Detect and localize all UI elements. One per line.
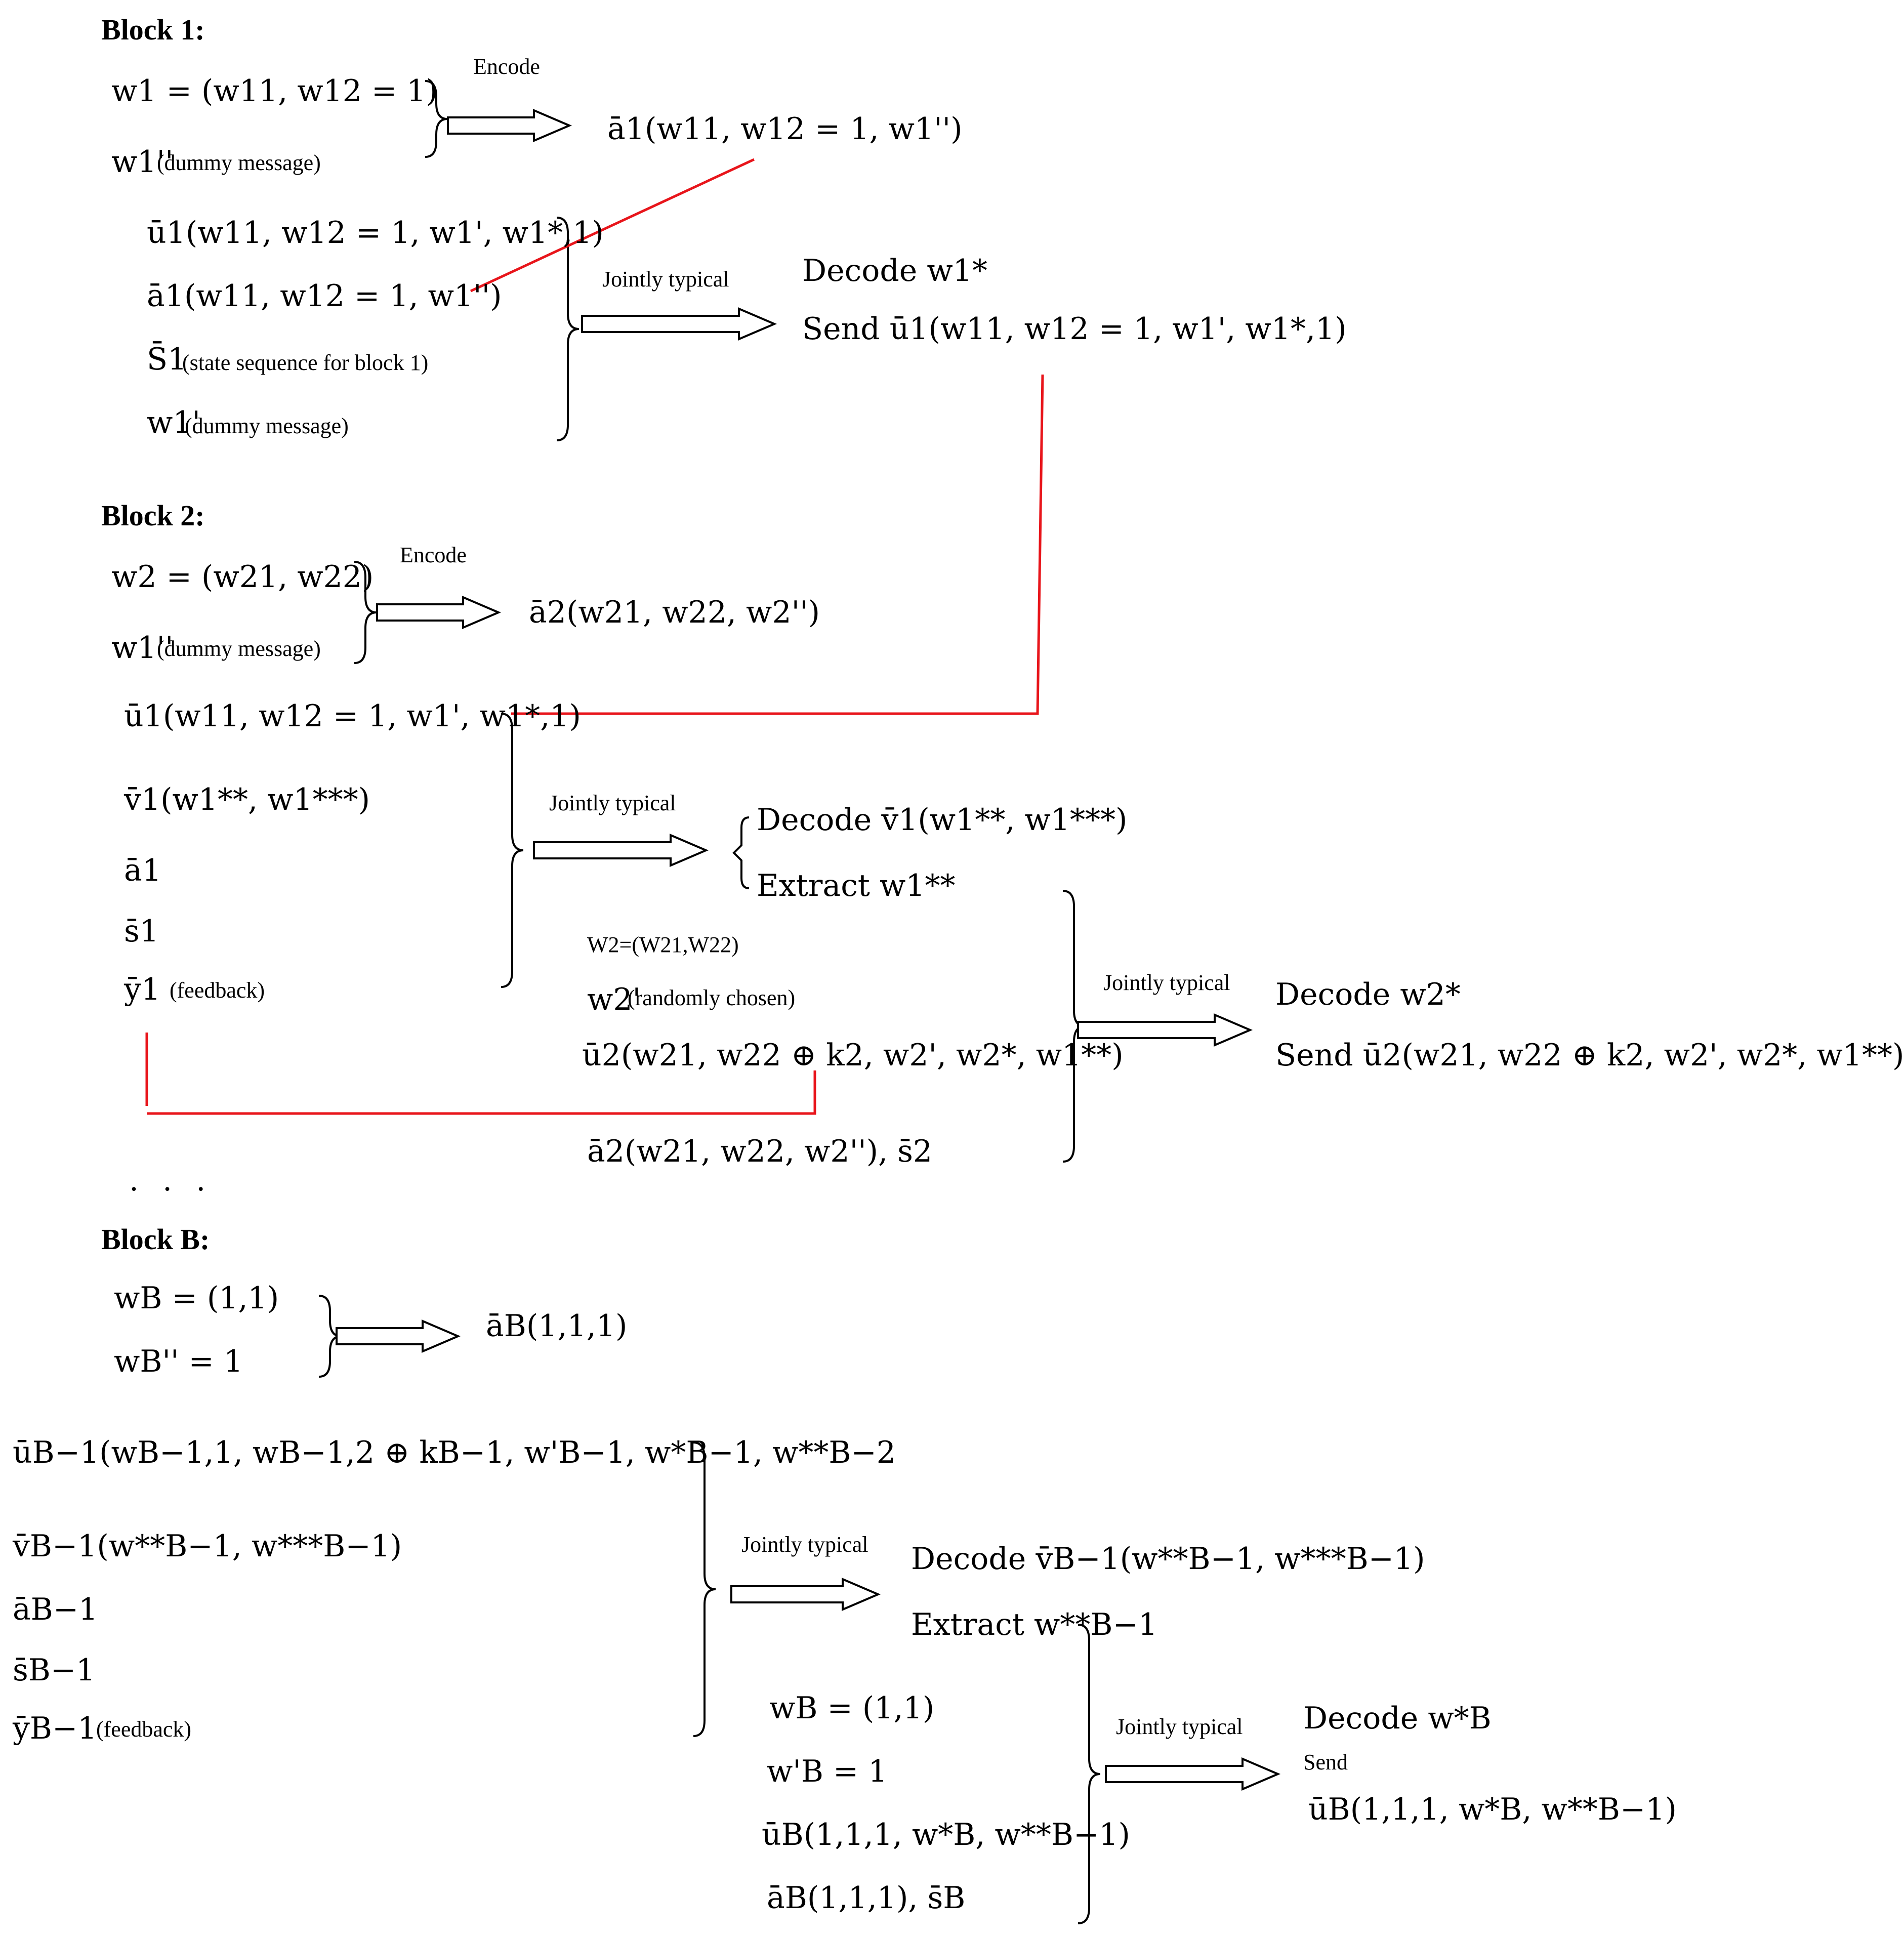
bB-decode-wB-star: Decode w*B <box>1303 1701 1492 1736</box>
b2-s1-input: s̄1 <box>124 914 159 949</box>
ellipsis: · · · <box>129 1172 213 1207</box>
b2-jointly-arrow-2 <box>1077 1013 1253 1047</box>
b1-encode-arrow <box>447 108 572 143</box>
b1-send-u1: Send ū1(w11, w12 = 1, w1', w1*,1) <box>802 311 1347 347</box>
b2-encode-label: Encode <box>400 543 467 567</box>
b1-jointly-arrow <box>581 307 777 341</box>
b2-jointly-arrow <box>533 833 709 868</box>
b2-feedback-note: (feedback) <box>170 978 265 1003</box>
b2-dummy-note: (dummy message) <box>157 636 321 661</box>
b2-v1-input: v̄1(w1**, w1***) <box>124 782 370 817</box>
bB-jointly-arrow-2 <box>1105 1757 1281 1791</box>
b1-a1-input: ā1(w11, w12 = 1, w1'') <box>147 278 502 314</box>
b1-u1-input: ū1(w11, w12 = 1, w1', w1*,1) <box>147 215 604 251</box>
bB-uB-input: ūB(1,1,1, w*B, w**B−1) <box>762 1817 1130 1852</box>
b2-u2-input: ū2(w21, w22 ⊕ k2, w2', w2*, w1**) <box>582 1038 1124 1073</box>
diagram-graphics <box>145 80 1281 1924</box>
bB-wB-definition: wB = (1,1) <box>114 1281 279 1316</box>
b2-random-note: (randomly chosen) <box>628 985 796 1010</box>
b2-w2-definition: w2 = (w21, w22) <box>111 559 374 595</box>
bB-wB-double-prime: wB'' = 1 <box>114 1344 243 1379</box>
b1-jointly-brace <box>556 217 580 441</box>
b2-jointly-typical-label: Jointly typical <box>549 791 676 815</box>
bB-decode-vB-1: Decode v̄B−1(w**B−1, w***B−1) <box>911 1541 1425 1577</box>
b2-red-arrow-u2 <box>147 1070 816 1115</box>
b2-decode-w2-star: Decode w2* <box>1275 977 1461 1012</box>
bB-uB-send: ūB(1,1,1, w*B, w**B−1) <box>1308 1792 1677 1827</box>
bB-aB-sB: āB(1,1,1), s̄B <box>767 1880 966 1916</box>
b2-a2-output: ā2(w21, w22, w2'') <box>529 595 820 630</box>
b2-u1-input: ū1(w11, w12 = 1, w1', w1*,1) <box>124 698 581 734</box>
coding-scheme-diagram: Block 1: w1 = (w11, w12 = 1) w1'' (dummy… <box>13 13 1904 1924</box>
bB-jointly-typical-label: Jointly typical <box>741 1532 868 1557</box>
b1-s1-state: S̄1 <box>147 342 187 377</box>
bB-vB-1-input: v̄B−1(w**B−1, w***B−1) <box>13 1529 402 1564</box>
b2-w1-double-prime: w1'' <box>111 630 174 666</box>
b1-jointly-typical-label: Jointly typical <box>602 267 729 292</box>
b2-encode-arrow <box>376 595 502 630</box>
b1-red-arrow-a1 <box>470 158 755 293</box>
bB-extract-wB-1: Extract w**B−1 <box>911 1607 1157 1642</box>
bB-send-label: Send <box>1303 1750 1348 1775</box>
b2-jointly-brace <box>501 713 524 988</box>
bB-wB-prime: w'B = 1 <box>767 1754 888 1789</box>
bB-yB-1-feedback: ȳB−1 <box>13 1711 97 1746</box>
bB-feedback-note: (feedback) <box>96 1717 192 1742</box>
block-2-heading: Block 2: <box>101 499 205 532</box>
b1-a1-output: ā1(w11, w12 = 1, w1'') <box>607 111 963 147</box>
bB-aB-output: āB(1,1,1) <box>486 1308 628 1344</box>
b2-extract-w1: Extract w1** <box>757 868 956 903</box>
b1-w1-definition: w1 = (w11, w12 = 1) <box>111 73 438 109</box>
b1-encode-label: Encode <box>473 54 540 79</box>
b2-y1-feedback: ȳ1 <box>124 972 161 1007</box>
b1-dummy-note-2: (dummy message) <box>185 414 349 438</box>
b1-w1-double-prime: w1'' <box>111 144 174 180</box>
bB-jointly-brace-2 <box>1078 1624 1101 1924</box>
bB-aB-1-input: āB−1 <box>13 1592 98 1627</box>
b2-a1-input: ā1 <box>124 853 161 888</box>
bB-sB-1-input: s̄B−1 <box>13 1653 96 1688</box>
b2-W2-definition: W2=(W21,W22) <box>587 932 739 957</box>
bB-uB-1-input: ūB−1(wB−1,1, wB−1,2 ⊕ kB−1, w'B−1, w*B−1… <box>13 1435 896 1470</box>
b1-decode-w1-star: Decode w1* <box>802 253 987 288</box>
b2-w2-prime: w2' <box>587 982 641 1017</box>
b1-dummy-note: (dummy message) <box>157 150 321 175</box>
b2-send-u2: Send ū2(w21, w22 ⊕ k2, w2', w2*, w1**) <box>1275 1038 1904 1073</box>
b2-decode-extract-brace <box>732 816 750 889</box>
bB-jointly-arrow <box>730 1577 881 1612</box>
b2-a2-s2: ā2(w21, w22, w2''), s̄2 <box>587 1134 933 1169</box>
b2-decode-v1: Decode v̄1(w1**, w1***) <box>757 802 1128 838</box>
block-B-heading: Block B: <box>101 1223 210 1256</box>
block-1-heading: Block 1: <box>101 13 205 46</box>
bB-jointly-brace <box>693 1441 716 1737</box>
bB-wB-definition-2: wB = (1,1) <box>769 1690 935 1726</box>
bB-jointly-typical-label-2: Jointly typical <box>1116 1714 1243 1739</box>
b1-state-note: (state sequence for block 1) <box>182 350 429 375</box>
b1-w1-prime: w1' <box>147 405 201 440</box>
b2-red-arrow-u1 <box>511 374 1044 715</box>
bB-encode-arrow <box>336 1319 461 1353</box>
b2-jointly-typical-label-2: Jointly typical <box>1103 970 1230 995</box>
